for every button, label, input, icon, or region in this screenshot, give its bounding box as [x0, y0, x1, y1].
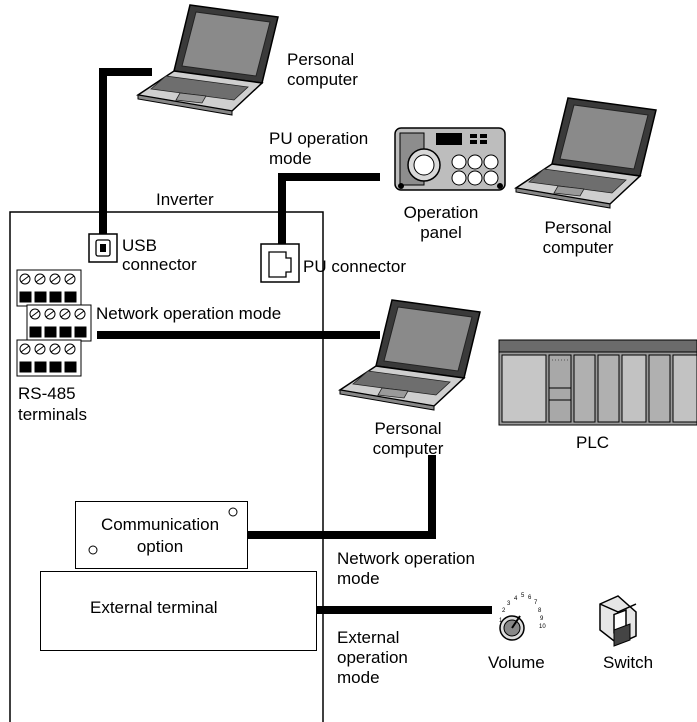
dial-tick-2: 2	[502, 608, 506, 614]
switch-icon	[599, 595, 637, 647]
usb-connector-label: USB connector	[122, 236, 197, 274]
dial-tick-9: 9	[540, 616, 544, 622]
external-terminal-label: External terminal	[90, 598, 218, 617]
network-cable-bottom	[248, 455, 436, 539]
volume-label: Volume	[488, 653, 545, 672]
dial-tick-10: 10	[539, 624, 546, 630]
communication-option-label: Communication option	[100, 515, 220, 556]
plc-label: PLC	[576, 433, 610, 452]
volume-knob-icon: 1 2 3 4 5 6 7 8 9 10	[499, 593, 546, 641]
personal-computer-label-right: Personal computer	[542, 218, 614, 257]
plc-icon	[498, 339, 697, 426]
pu-operation-mode-label: PU operation mode	[269, 129, 369, 168]
volume-dial-ticks: 1 2 3 4 5 6 7 8 9 10	[499, 593, 546, 630]
switch-label: Switch	[603, 653, 654, 672]
pu-connector-icon	[260, 243, 300, 283]
terminal-block-1	[16, 269, 82, 307]
terminal-block-2	[26, 304, 92, 342]
terminal-block-3	[16, 339, 82, 377]
network-operation-mode-label-top: Network operation mode	[96, 304, 282, 323]
inverter-outline	[9, 211, 324, 722]
rs485-terminals-label: RS-485 terminals	[18, 384, 87, 424]
pu-connector-label: PU connector	[303, 257, 406, 277]
operation-panel-label: Operation panel	[403, 203, 479, 242]
dial-tick-6: 6	[528, 595, 532, 601]
operation-panel-icon	[394, 127, 506, 191]
external-terminal-box	[40, 571, 317, 651]
network-operation-mode-label-bottom: Network operation mode	[337, 549, 475, 588]
usb-cable	[99, 68, 152, 234]
pu-cable	[278, 173, 380, 244]
pu-connector-text: PU connector	[303, 257, 406, 276]
communication-option-box	[75, 501, 248, 569]
dial-tick-4: 4	[514, 596, 518, 602]
usb-connector-icon	[88, 233, 118, 263]
dial-tick-7: 7	[534, 600, 538, 606]
external-operation-mode-label: External operation mode	[337, 628, 408, 687]
dial-tick-5: 5	[521, 593, 525, 599]
personal-computer-label-middle: Personal computer	[372, 419, 444, 458]
connection-lines	[97, 68, 492, 614]
dial-tick-8: 8	[538, 608, 542, 614]
dial-tick-3: 3	[507, 601, 511, 607]
dial-tick-1: 1	[499, 618, 503, 624]
inverter-label: Inverter	[156, 190, 214, 209]
personal-computer-label-top: Personal computer	[287, 50, 358, 89]
rs485-terminal-blocks	[16, 269, 92, 377]
